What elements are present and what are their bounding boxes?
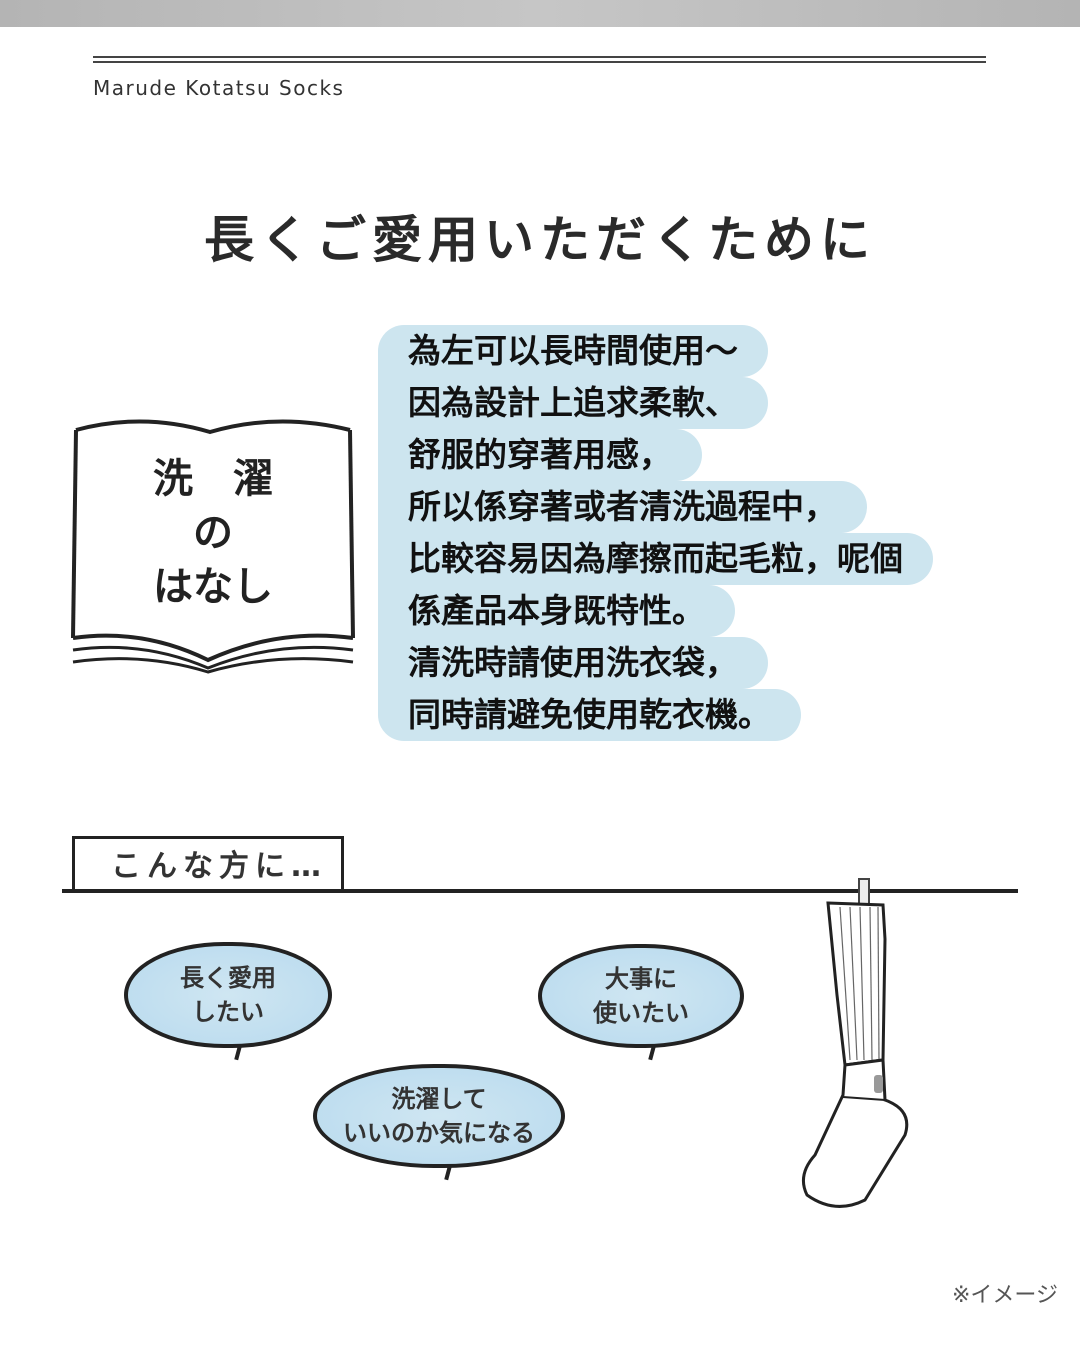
message-line: 係產品本身既特性。: [378, 585, 735, 637]
message-line: 同時請避免使用乾衣機。: [378, 689, 801, 741]
message-line: 比較容易因為摩擦而起毛粒，呢個: [378, 533, 933, 585]
message-line: 因為設計上追求柔軟、: [378, 377, 768, 429]
message-line: 所以係穿著或者清洗過程中，: [378, 481, 867, 533]
book-title-line: の: [193, 510, 233, 556]
bubble-text: 大事に: [605, 965, 677, 993]
bubble-text: いいのか気になる: [343, 1119, 535, 1147]
open-book-illustration: [71, 419, 355, 674]
page-title: 長くご愛用いただくために: [204, 211, 876, 269]
brand-name: Marude Kotatsu Socks: [93, 76, 345, 100]
speech-bubble: 長く愛用したい: [124, 942, 332, 1048]
bubble-text: したい: [192, 998, 264, 1026]
section-label: こんな方に…: [72, 836, 344, 892]
divider: [93, 61, 986, 63]
message-bubble: 為左可以長時間使用～ 因為設計上追求柔軟、 舒服的穿著用感， 所以係穿著或者清洗…: [378, 325, 933, 741]
clothesline: [62, 889, 1018, 893]
divider: [93, 56, 986, 58]
speech-bubble: 洗濯していいのか気になる: [313, 1064, 565, 1168]
book-title-line: はなし: [153, 564, 273, 610]
message-line: 清洗時請使用洗衣袋，: [378, 637, 768, 689]
book-title: 洗 濯 の はなし: [68, 452, 358, 614]
message-line: 舒服的穿著用感，: [378, 429, 702, 481]
bubble-text: 使いたい: [593, 999, 689, 1027]
message-line: 為左可以長時間使用～: [378, 325, 768, 377]
sock-illustration: [801, 878, 909, 1208]
top-bar: [0, 0, 1080, 27]
bubble-text: 長く愛用: [180, 964, 276, 992]
speech-bubble: 大事に使いたい: [538, 944, 744, 1048]
book-title-line: 洗 濯: [153, 456, 273, 502]
bubble-text: 洗濯して: [391, 1085, 487, 1113]
footnote: ※イメージ: [952, 1283, 1058, 1308]
